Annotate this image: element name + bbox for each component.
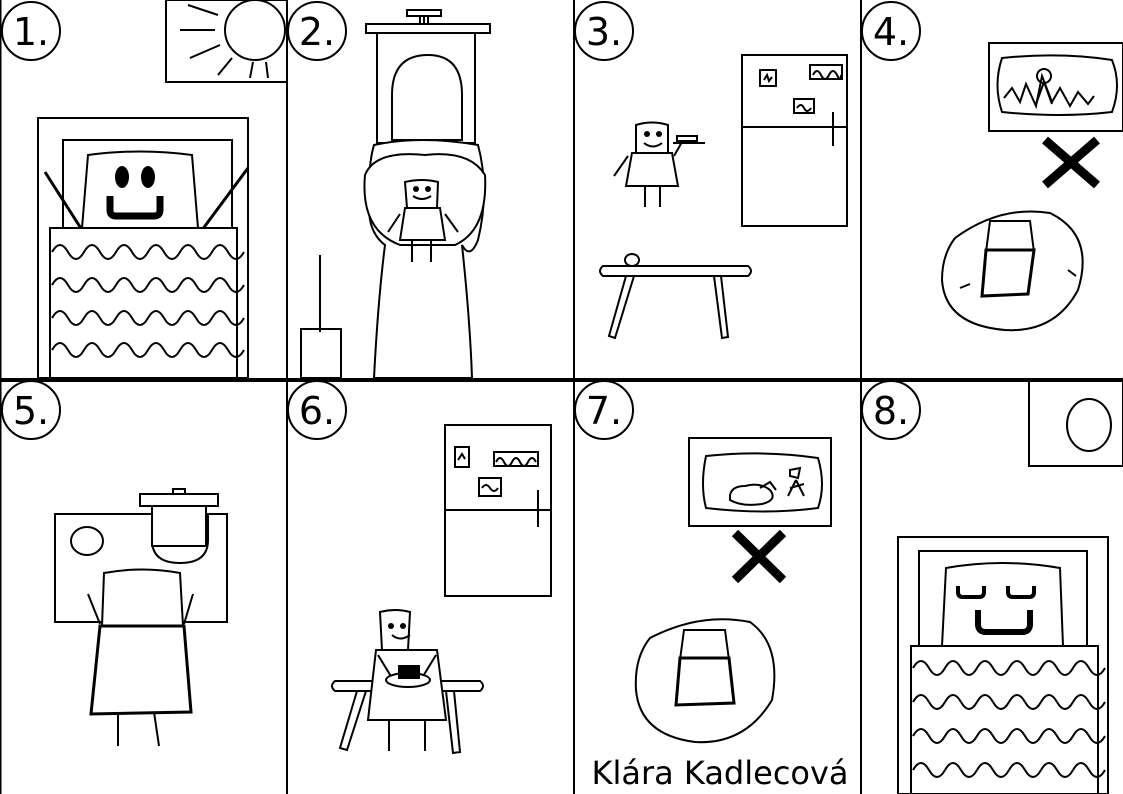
- panel-4-tv-off: [940, 42, 1123, 332]
- fridge: [444, 424, 552, 597]
- beanbag: [634, 618, 776, 744]
- panel-8-sleeping: [897, 380, 1123, 794]
- blanket: [910, 645, 1106, 794]
- svg-text:2.: 2.: [299, 10, 335, 54]
- panel-2-dressing: [300, 9, 491, 379]
- character-head: [43, 150, 250, 231]
- panel-number-1: 1.: [1, 1, 61, 61]
- character-sleeping: [940, 562, 1065, 647]
- panel-6-eating: [331, 424, 552, 755]
- character-back: [87, 568, 194, 747]
- panel-7-tv-off: Klára Kadlecová: [591, 437, 849, 792]
- beanbag: [940, 210, 1084, 332]
- svg-text:5.: 5.: [13, 389, 49, 433]
- fridge: [741, 54, 848, 227]
- blanket: [49, 227, 245, 379]
- panel-3-kitchen: [599, 54, 848, 340]
- panel-number-4: 4.: [861, 1, 921, 61]
- panel-number-8: 8.: [861, 380, 921, 440]
- moon-window: [1028, 380, 1123, 467]
- brush-bucket: [300, 255, 342, 379]
- panel-number-3: 3.: [574, 1, 634, 61]
- svg-text:1.: 1.: [13, 10, 49, 54]
- table: [599, 253, 752, 340]
- signature: Klára Kadlecová: [591, 754, 848, 792]
- panel-number-2: 2.: [287, 1, 347, 61]
- panel-number-7: 7.: [574, 380, 634, 440]
- panel-1-wake-up: [37, 0, 288, 379]
- kitchen-counter: [54, 488, 228, 623]
- off-x-mark: [731, 529, 787, 584]
- character-with-plate: [613, 121, 705, 207]
- character-eating: [366, 609, 448, 751]
- television: [988, 42, 1123, 132]
- panel-number-6: 6.: [287, 380, 347, 440]
- wardrobe: [363, 9, 491, 379]
- svg-text:6.: 6.: [299, 389, 335, 433]
- television: [688, 437, 832, 527]
- sun-window: [165, 0, 288, 83]
- svg-text:7.: 7.: [586, 389, 622, 433]
- svg-text:8.: 8.: [873, 389, 909, 433]
- panel-5-sink: [54, 488, 228, 747]
- svg-text:3.: 3.: [586, 10, 622, 54]
- svg-text:4.: 4.: [873, 10, 909, 54]
- off-x-mark: [1042, 136, 1100, 189]
- panel-number-5: 5.: [1, 380, 61, 440]
- small-character: [387, 179, 459, 262]
